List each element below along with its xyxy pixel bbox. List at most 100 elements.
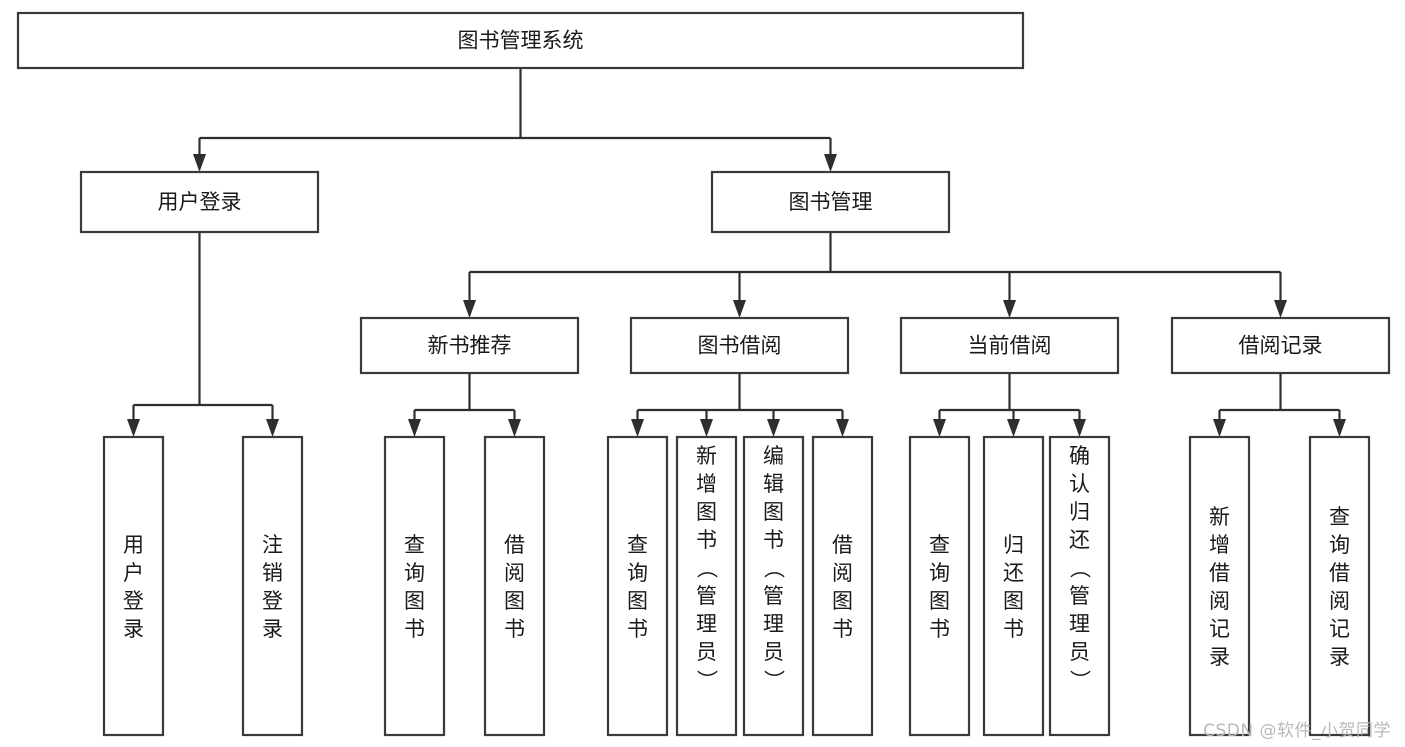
node-leaf-user-login[interactable]: 用户登录 [102,435,165,737]
node-label-char: 录 [1209,645,1230,669]
node-label: 借阅记录 [1239,334,1323,358]
node-label-char: 管 [696,584,717,608]
node-label-char: 确 [1069,444,1090,468]
node-label-char: 询 [1329,533,1350,557]
node-label-char: 户 [123,561,144,585]
node-label-char: 理 [763,612,784,636]
node-label-char: 用 [123,533,144,557]
node-label-char: 书 [504,617,525,641]
node-box [241,435,304,737]
node-label-char: 管 [1069,584,1090,608]
node-box [710,170,951,234]
node-label-char: 理 [1069,612,1090,636]
edge-arrowhead [824,154,837,172]
node-label-char: （ [1068,558,1092,579]
node-label-char: 查 [1329,505,1350,529]
edge-arrowhead [463,300,476,318]
node-label-char: 书 [404,617,425,641]
node-label-char: 图 [832,589,853,613]
node-box [982,435,1045,737]
edge-arrowhead [1333,419,1346,437]
edge-arrowhead [1274,300,1287,318]
node-label-char: 注 [262,533,283,557]
node-label-char: 理 [696,612,717,636]
node-label-char: 阅 [1209,589,1230,613]
edge-arrowhead [933,419,946,437]
node-label-char: 新 [1209,505,1230,529]
node-box [383,435,446,737]
node-box [483,435,546,737]
node-label: 图书借阅 [698,334,782,358]
node-book-borrow[interactable]: 图书借阅 [629,316,850,375]
node-label-char: 图 [696,500,717,524]
node-label-char: 录 [123,617,144,641]
node-label-char: 辑 [763,472,784,496]
node-label-char: 员 [1069,640,1090,664]
node-box [742,435,805,737]
node-box [1170,316,1391,375]
node-root[interactable]: 图书管理系统 [16,11,1025,70]
node-box [1048,435,1111,737]
nodes-layer: 图书管理系统用户登录图书管理新书推荐图书借阅当前借阅借阅记录用户登录注销登录查询… [16,11,1391,737]
node-label-char: 书 [627,617,648,641]
edge-arrowhead [127,419,140,437]
edge-arrowhead [700,419,713,437]
node-label-char: （ [695,558,719,579]
node-label-char: 员 [763,640,784,664]
node-label: 图书管理系统 [458,29,584,53]
node-box [629,316,850,375]
node-label-char: 借 [1329,561,1350,585]
node-label: 用户登录 [158,190,242,214]
node-label-char: 还 [1069,528,1090,552]
node-label-char: 归 [1003,533,1024,557]
node-box [102,435,165,737]
edge-arrowhead [266,419,279,437]
node-box [675,435,738,737]
node-label-char: 记 [1329,617,1350,641]
node-user-login[interactable]: 用户登录 [79,170,320,234]
node-label-char: 管 [763,584,784,608]
node-box [899,316,1120,375]
node-box [908,435,971,737]
node-label-char: 查 [627,533,648,557]
edge-arrowhead [1003,300,1016,318]
edge-arrowhead [1007,419,1020,437]
node-label-char: 书 [929,617,950,641]
node-label-char: 阅 [1329,589,1350,613]
watermark-text: CSDN @软件_小贺同学 [1203,721,1391,741]
node-label-char: 书 [696,528,717,552]
node-label-char: ） [1068,670,1092,691]
edge-arrowhead [631,419,644,437]
edge-arrowhead [408,419,421,437]
node-label-char: 书 [763,528,784,552]
node-box [606,435,669,737]
node-new-book-rec[interactable]: 新书推荐 [359,316,580,375]
node-label-char: 增 [1209,533,1230,557]
edge-arrowhead [1213,419,1226,437]
node-label-char: 录 [1329,645,1350,669]
node-box [1188,435,1251,737]
node-borrow-record[interactable]: 借阅记录 [1170,316,1391,375]
node-label-char: 图 [763,500,784,524]
node-label-char: 登 [262,589,283,613]
node-label-char: 借 [504,533,525,557]
edge-arrowhead [767,419,780,437]
node-book-manage[interactable]: 图书管理 [710,170,951,234]
node-current-borrow[interactable]: 当前借阅 [899,316,1120,375]
node-label-char: 询 [627,561,648,585]
edge-arrowhead [1073,419,1086,437]
